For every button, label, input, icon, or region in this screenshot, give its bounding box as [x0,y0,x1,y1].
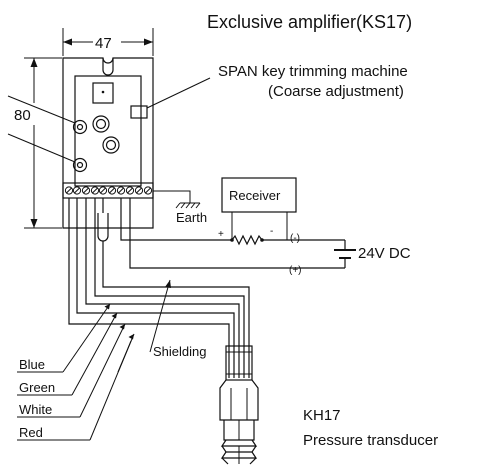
terminal-screw [98,186,108,195]
supply-label: 24V DC [358,245,411,262]
receiver-label: Receiver [229,188,281,203]
span-label: SPAN key trimming machine [218,63,408,80]
earth-symbol [153,190,201,209]
adjustment-knob [72,157,88,173]
adjustment-knob [72,119,88,135]
width-dimension-label: 47 [95,35,112,52]
amplifier-body [62,57,154,229]
adjustment-knob [102,136,120,154]
adjustment-knob [92,115,110,133]
receiver-minus: - [270,226,273,237]
height-dimension: 80 [14,57,62,229]
wire-leader [17,303,111,373]
positive-terminal-label: (+) [289,265,302,276]
height-dimension-label: 80 [14,107,31,124]
wire-leader [17,323,126,418]
width-dimension: 47 [62,28,154,56]
wire-leader [17,312,118,396]
battery-symbol [334,249,356,259]
earth-label: Earth [176,210,207,225]
terminal-screw [116,186,126,195]
terminal-screw [125,186,135,195]
receiver-plus: + [218,229,224,240]
pressure-transducer [219,345,259,465]
terminal-screw [107,186,117,195]
receiver: Receiver [221,177,297,240]
shielding-label: Shielding [153,344,207,359]
diagram-title: Exclusive amplifier(KS17) [207,12,412,32]
wire-label-green: Green [19,380,55,395]
transducer-model: KH17 [303,407,341,424]
wire-label-blue: Blue [19,357,45,372]
negative-terminal-label: (-) [290,233,300,244]
span-trimmer [130,105,148,119]
terminal-screw [143,186,153,195]
transducer-cable [68,213,250,378]
negative-loop [120,213,346,250]
span-sublabel: (Coarse adjustment) [268,83,404,100]
wire-label-red: Red [19,425,43,440]
terminal-block [62,182,154,199]
wire-label-white: White [19,402,52,417]
terminal-screw [64,186,74,195]
terminal-screw [81,186,91,195]
terminal-screw [90,186,100,195]
transducer-name: Pressure transducer [303,432,438,449]
terminal-screw [134,186,144,195]
terminal-screw [72,186,82,195]
positive-loop [129,213,346,269]
